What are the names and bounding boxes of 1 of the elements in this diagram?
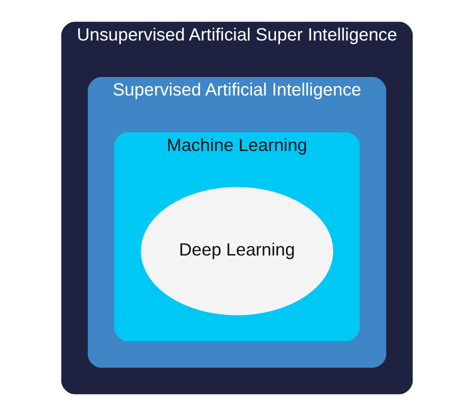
node-ellipse: Deep Learning [140, 187, 334, 316]
